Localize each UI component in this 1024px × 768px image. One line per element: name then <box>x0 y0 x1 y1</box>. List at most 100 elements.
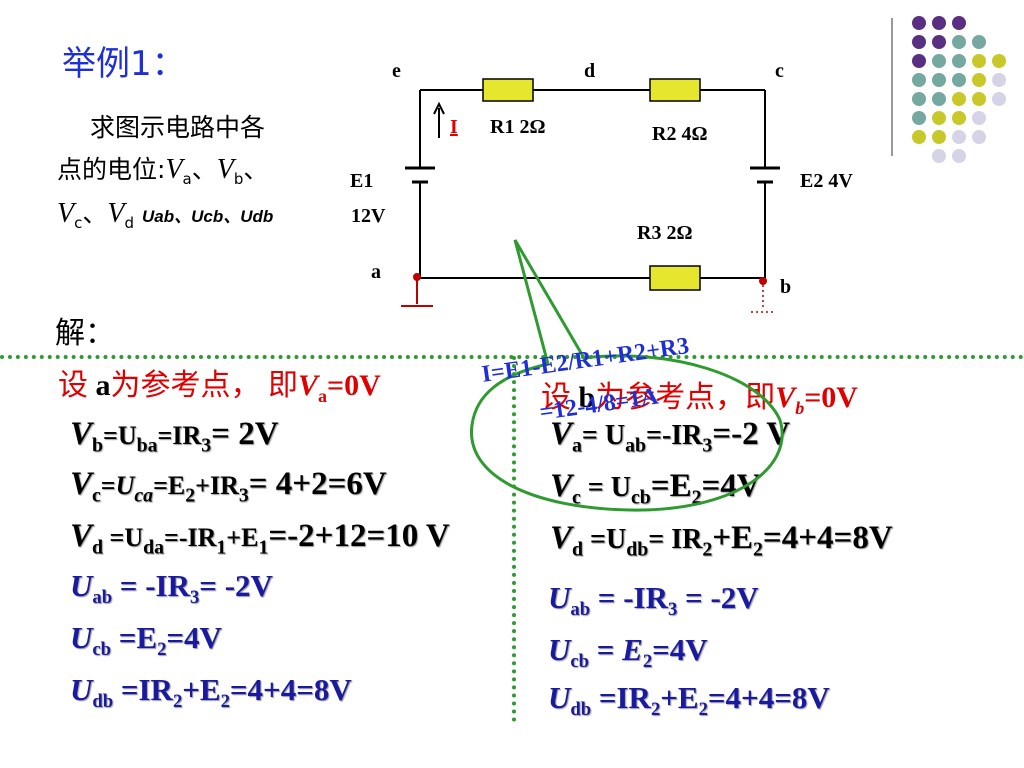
var-va: V <box>165 154 183 185</box>
eq-part: = -IR <box>590 580 668 615</box>
eq-u: U <box>70 672 93 707</box>
node-b-label: b <box>780 276 792 298</box>
eq-sub: 2 <box>650 699 661 721</box>
eq-part: = <box>100 471 116 500</box>
eq-part: =E <box>110 620 158 655</box>
eq-sub: 2 <box>172 691 183 713</box>
right-eq-vc: Vc = Ucb=E2=4V <box>550 468 761 510</box>
eq-u: U <box>115 471 135 500</box>
left-ref-mid: 为参考点， 即 <box>110 369 299 402</box>
var-vc: V <box>57 198 75 229</box>
eq-sub: 2 <box>702 538 713 561</box>
decorative-vertical-bar <box>891 18 893 156</box>
right-ref-pre: 设 <box>541 381 579 414</box>
eq-part: = 2V <box>211 416 279 452</box>
eq-v: V <box>70 416 93 452</box>
right-eq-vd: Vd =Udb= IR2+E2=4+4=8V <box>550 520 893 562</box>
eq-part: =4V <box>652 632 708 667</box>
eq-part: =4V <box>166 620 222 655</box>
eq-e: E <box>622 632 643 667</box>
eq-u: U <box>548 680 571 715</box>
node-b-dot <box>759 277 767 285</box>
var-vb: V <box>216 154 234 185</box>
eq-part: = IR <box>648 524 703 555</box>
eq-part: =IR <box>157 421 202 450</box>
resistor-r2 <box>649 78 701 102</box>
eq-part: =-IR <box>164 523 217 552</box>
eq-sub: 3 <box>667 599 678 621</box>
eq-sub: 2 <box>185 484 196 507</box>
callout-bubble <box>470 239 784 512</box>
eq-part: =4V <box>701 468 761 504</box>
r3-label: R3 2Ω <box>637 222 693 244</box>
divider-vertical <box>512 356 516 722</box>
eq-sub: cb <box>630 486 651 509</box>
eq-sub: db <box>570 699 592 721</box>
node-d-label: d <box>584 60 596 82</box>
sep: 、 <box>243 155 269 184</box>
eq-v: V <box>550 520 573 556</box>
eq-sub: ab <box>92 587 113 609</box>
eq-sub: 2 <box>642 651 653 673</box>
eq-u: U <box>70 620 93 655</box>
eq-sub: ab <box>570 599 591 621</box>
node-a-label: a <box>371 261 381 283</box>
problem-line-1: 求图示电路中各 <box>90 113 266 142</box>
eq-v: V <box>550 416 573 452</box>
eq-sub: 2 <box>220 691 230 713</box>
left-ref-pre: 设 <box>58 369 96 402</box>
eq-part: = U <box>580 472 631 503</box>
eq-part: = <box>588 632 623 667</box>
eq-part: = -2V <box>199 568 273 603</box>
eq-part: =-2+12=10 V <box>268 518 450 554</box>
current-label: I <box>450 116 458 138</box>
eq-part: = U <box>581 420 626 451</box>
problem-line-3: Vc、Vd Uab、Ucb、Udb <box>57 194 273 232</box>
eq-part: = -2V <box>677 580 759 615</box>
solution-label: 解： <box>55 316 115 351</box>
eq-sub: ca <box>134 484 154 507</box>
eq-sub: 1 <box>258 536 269 559</box>
eq-sub: db <box>626 538 649 561</box>
left-reference-header: 设 a为参考点， 即Va=0V <box>58 360 381 407</box>
eq-part: = -IR <box>112 568 190 603</box>
var-vd: V <box>107 198 125 229</box>
eq-part: =4+4=8V <box>229 672 352 707</box>
eq-sub: 2 <box>691 486 702 509</box>
eq-u: U <box>548 580 571 615</box>
left-eq-vb: Vb=Uba=IR3= 2V <box>70 416 279 458</box>
left-eq-uab: Uab = -IR3= -2V <box>70 568 273 609</box>
eq-part: =U <box>103 421 137 450</box>
right-reference-header: 设 b为参考点，即Vb=0V <box>541 372 858 419</box>
var-va-sub: a <box>182 170 192 188</box>
left-ref-v: V <box>298 369 319 402</box>
eq-sub: da <box>143 536 165 559</box>
eq-part: +E <box>182 672 221 707</box>
problem-prefix: 点的电位: <box>57 155 166 184</box>
left-eq-vd: Vd =Uda=-IR1+E1=-2+12=10 V <box>70 518 450 560</box>
left-eq-ucb: Ucb =E2=4V <box>70 620 222 661</box>
eq-part: =IR <box>113 672 173 707</box>
eq-v: V <box>550 468 573 504</box>
var-vb-sub: b <box>233 170 244 188</box>
eq-sub: 3 <box>702 434 713 457</box>
right-ref-sub: b <box>795 398 805 418</box>
eq-part: =4+4=8V <box>707 680 830 715</box>
eq-part: +IR <box>195 471 239 500</box>
eq-part: = 4+2=6V <box>248 466 387 502</box>
eq-sub: cb <box>570 651 589 673</box>
r2-label: R2 4Ω <box>652 123 708 145</box>
right-ref-node: b <box>578 381 596 414</box>
eq-sub: d <box>92 536 104 559</box>
eq-sub: 3 <box>201 434 212 457</box>
sep: 、 <box>82 199 108 228</box>
eq-sub: ab <box>625 434 646 457</box>
decorative-dot-grid <box>912 16 1006 163</box>
eq-sub: 1 <box>216 536 227 559</box>
left-ref-val: =0V <box>327 369 381 402</box>
left-eq-udb: Udb =IR2+E2=4+4=8V <box>70 672 352 713</box>
right-eq-ucb: Ucb = E2=4V <box>548 632 708 673</box>
var-vd-sub: d <box>124 214 135 232</box>
eq-sub: cb <box>92 639 111 661</box>
resistor-r1 <box>482 78 534 102</box>
